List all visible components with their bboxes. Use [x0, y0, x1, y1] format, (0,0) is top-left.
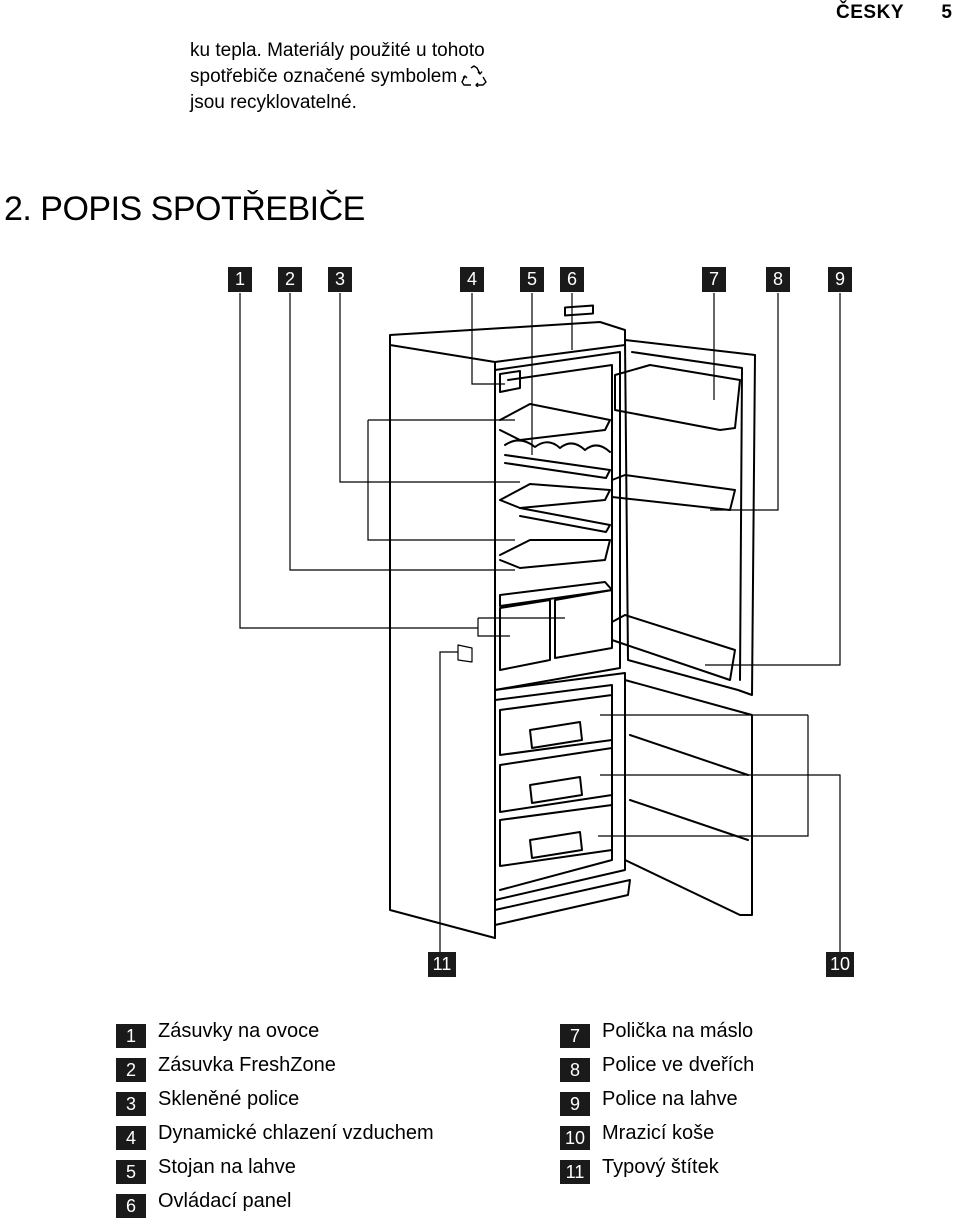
- legend-number: 11: [560, 1160, 590, 1184]
- bottle-rack: [504, 439, 611, 453]
- fridge-freezer-diagram: [239, 293, 841, 952]
- legend-number: 9: [560, 1092, 590, 1116]
- legend-label: Zásuvka FreshZone: [158, 1054, 336, 1076]
- control-panel: [564, 304, 594, 317]
- freezer-basket-1: [499, 694, 613, 756]
- legend-label: Skleněné police: [158, 1088, 300, 1110]
- legend-label: Police na lahve: [602, 1088, 738, 1110]
- legend-label: Typový štítek: [602, 1156, 719, 1178]
- legend-label: Dynamické chlazení vzduchem: [158, 1122, 434, 1144]
- intro-line-1: ku tepla. Materiály použité u tohoto: [190, 40, 485, 61]
- legend-label: Mrazicí koše: [602, 1122, 715, 1144]
- intro-paragraph: ku tepla. Materiály použité u tohoto spo…: [190, 38, 530, 116]
- intro-line-2: spotřebiče označené symbolem: [190, 64, 530, 90]
- freezer-basket-3: [499, 804, 613, 867]
- butter-shelf: [614, 364, 741, 431]
- legend-label: Polička na máslo: [602, 1020, 754, 1042]
- fridge-interior: [494, 351, 621, 691]
- callout-11: 11: [428, 952, 456, 977]
- glass-shelf-2: [499, 483, 611, 509]
- door-bottle-shelf: [611, 614, 736, 681]
- legend-label: Zásuvky na ovoce: [158, 1020, 320, 1042]
- rating-plate: [457, 644, 473, 663]
- legend-number: 1: [116, 1024, 146, 1048]
- door-shelf: [611, 474, 736, 511]
- legend-label: Stojan na lahve: [158, 1156, 296, 1178]
- legend-number: 6: [116, 1194, 146, 1218]
- freezer-basket-2: [499, 747, 613, 813]
- legend-label: Police ve dveřích: [602, 1054, 755, 1076]
- intro-line-3: jsou recyklovatelné.: [190, 92, 357, 113]
- glass-shelf-1: [499, 403, 611, 441]
- intro-line-2-text: spotřebiče označené symbolem: [190, 66, 458, 87]
- callout-7: 7: [702, 267, 726, 292]
- legend-label: Ovládací panel: [158, 1190, 292, 1212]
- glass-shelf-3: [499, 539, 611, 569]
- recycle-icon: [461, 65, 487, 87]
- callout-5: 5: [520, 267, 544, 292]
- legend-number: 7: [560, 1024, 590, 1048]
- freezer-door: [624, 679, 753, 916]
- callout-2: 2: [278, 267, 302, 292]
- callout-9: 9: [828, 267, 852, 292]
- air-cooling-unit: [499, 370, 521, 393]
- callout-8: 8: [766, 267, 790, 292]
- legend-number: 10: [560, 1126, 590, 1150]
- legend-number: 2: [116, 1058, 146, 1082]
- section-title: 2. POPIS SPOTŘEBIČE: [4, 190, 365, 228]
- callout-3: 3: [328, 267, 352, 292]
- fruit-drawer-right: [554, 589, 613, 659]
- freshzone-drawer: [499, 581, 613, 607]
- callout-4: 4: [460, 267, 484, 292]
- page-number: 5: [941, 2, 952, 23]
- fridge-door: [624, 339, 756, 696]
- fruit-drawer-left: [499, 599, 551, 671]
- legend-number: 3: [116, 1092, 146, 1116]
- legend-number: 4: [116, 1126, 146, 1150]
- callout-1: 1: [228, 267, 252, 292]
- legend-number: 8: [560, 1058, 590, 1082]
- header-language: ČESKY: [836, 2, 904, 23]
- cabinet-outline: [389, 321, 626, 363]
- freezer-section: [494, 672, 626, 901]
- legend-number: 5: [116, 1160, 146, 1184]
- callout-6: 6: [560, 267, 584, 292]
- callout-10: 10: [826, 952, 854, 977]
